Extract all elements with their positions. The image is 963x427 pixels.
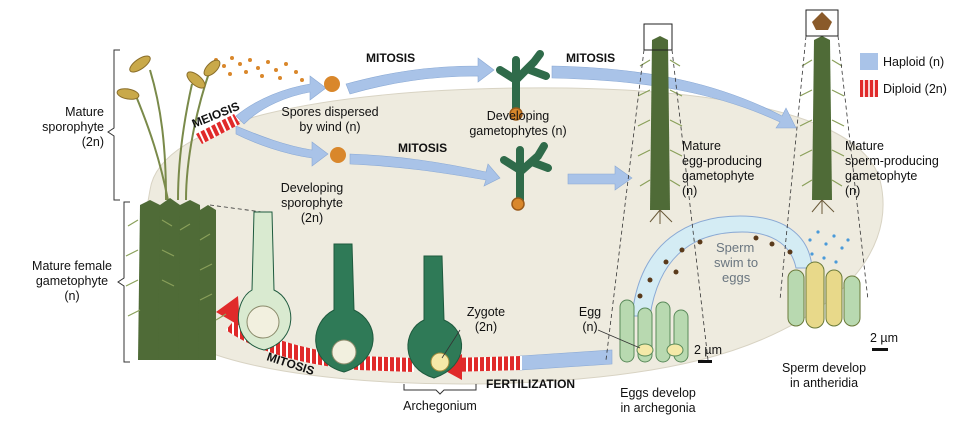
sperm-swim-label: Sperm swim to eggs: [714, 240, 758, 285]
svg-text:sperm-producing: sperm-producing: [845, 154, 939, 168]
svg-text:gametophyte: gametophyte: [36, 274, 108, 288]
svg-text:Mature: Mature: [65, 105, 104, 119]
svg-text:(2n): (2n): [82, 135, 104, 149]
legend: Haploid (n) Diploid (2n): [860, 53, 947, 97]
legend-haploid-swatch: [860, 53, 878, 70]
svg-text:Eggs develop: Eggs develop: [620, 386, 696, 400]
svg-text:(n): (n): [682, 184, 697, 198]
label-mitosis-top-2: MITOSIS: [566, 51, 615, 65]
svg-text:(n): (n): [64, 289, 79, 303]
label-mature-egg-gametophyte: Mature egg-producing gametophyte (n): [682, 139, 762, 198]
scale-bar-2-line: [872, 348, 888, 351]
gametophyte-bracket: [117, 201, 130, 363]
zoom-lines: [209, 35, 869, 361]
legend-diploid-swatch: [860, 80, 878, 97]
svg-text:in archegonia: in archegonia: [620, 401, 695, 415]
svg-text:gametophyte: gametophyte: [682, 169, 754, 183]
label-spores-dispersed: Spores dispersed by wind (n): [281, 105, 378, 134]
label-mature-female-gametophyte: Mature female gametophyte (n): [32, 259, 112, 303]
sporophyte-bracket: [107, 49, 120, 201]
svg-text:by wind (n): by wind (n): [299, 120, 360, 134]
svg-text:Developing: Developing: [281, 181, 344, 195]
svg-text:sporophyte: sporophyte: [281, 196, 343, 210]
svg-text:eggs: eggs: [722, 270, 751, 285]
arrow-meiosis-red: [196, 114, 240, 144]
arrow-mitosis-top-2: [551, 65, 797, 129]
label-mature-sporophyte: Mature sporophyte (2n): [42, 105, 104, 149]
scale-bar-1-line: [698, 360, 712, 363]
sperm-icon: [637, 235, 793, 299]
svg-text:Egg: Egg: [579, 305, 601, 319]
svg-text:swim to: swim to: [714, 255, 758, 270]
svg-text:Zygote: Zygote: [467, 305, 505, 319]
arrow-mitosis-bottom: [226, 318, 414, 372]
svg-text:Mature: Mature: [845, 139, 884, 153]
archegonium-bracket: [403, 384, 477, 395]
label-eggs-develop: Eggs develop in archegonia: [620, 386, 696, 415]
label-zygote: Zygote (2n): [467, 305, 505, 334]
pointer-lines: [441, 329, 641, 359]
svg-text:Developing: Developing: [487, 109, 550, 123]
arrow-meiosis-lower: [235, 125, 329, 167]
egg-cluster: [619, 299, 689, 363]
legend-diploid-label: Diploid (2n): [883, 82, 947, 96]
antheridium-icon: [787, 261, 861, 329]
svg-text:gametophytes (n): gametophytes (n): [469, 124, 566, 138]
protonema-icon: [496, 50, 552, 211]
label-scale-bar-2: 2 µm: [870, 331, 898, 345]
legend-haploid-label: Haploid (n): [883, 55, 944, 69]
svg-text:Mature female: Mature female: [32, 259, 112, 273]
svg-text:(2n): (2n): [301, 211, 323, 225]
label-sperm-develop: Sperm develop in antheridia: [782, 361, 866, 390]
archegonium-icon: [238, 211, 463, 379]
svg-text:Sperm: Sperm: [716, 240, 754, 255]
moss-plant-icon: [116, 55, 227, 360]
label-mitosis-top-1: MITOSIS: [366, 51, 415, 65]
svg-text:(n): (n): [845, 184, 860, 198]
label-archegonium: Archegonium: [403, 399, 477, 413]
arrow-fertilization-red: [450, 356, 522, 372]
label-mitosis-middle: MITOSIS: [398, 141, 447, 155]
egg-gametophyte-plant: [637, 23, 683, 224]
label-fertilization: FERTILIZATION: [486, 377, 575, 391]
arrow-to-egg-gametophyte: [567, 165, 633, 191]
sperm-droplets: [808, 230, 850, 264]
arrow-mitosis-top-1: [345, 57, 495, 95]
svg-text:in antheridia: in antheridia: [790, 376, 858, 390]
label-developing-sporophyte: Developing sporophyte (2n): [281, 181, 344, 225]
svg-text:gametophyte: gametophyte: [845, 169, 917, 183]
label-developing-gametophytes: Developing gametophytes (n): [469, 109, 566, 138]
label-egg: Egg (n): [579, 305, 601, 334]
haploid-arrows: [235, 57, 797, 371]
arrow-mitosis-middle: [349, 153, 501, 187]
diploid-arrows: [196, 114, 522, 380]
label-mature-sperm-gametophyte: Mature sperm-producing gametophyte (n): [845, 139, 939, 198]
sperm-gametophyte-plant: [799, 9, 845, 214]
svg-text:Sperm develop: Sperm develop: [782, 361, 866, 375]
svg-text:(n): (n): [582, 320, 597, 334]
svg-text:egg-producing: egg-producing: [682, 154, 762, 168]
svg-text:Spores dispersed: Spores dispersed: [281, 105, 378, 119]
label-scale-bar-1: 2 µm: [694, 343, 722, 357]
svg-text:Mature: Mature: [682, 139, 721, 153]
svg-text:sporophyte: sporophyte: [42, 120, 104, 134]
arrowhead-sporophyte: [216, 296, 240, 326]
svg-text:(2n): (2n): [475, 320, 497, 334]
